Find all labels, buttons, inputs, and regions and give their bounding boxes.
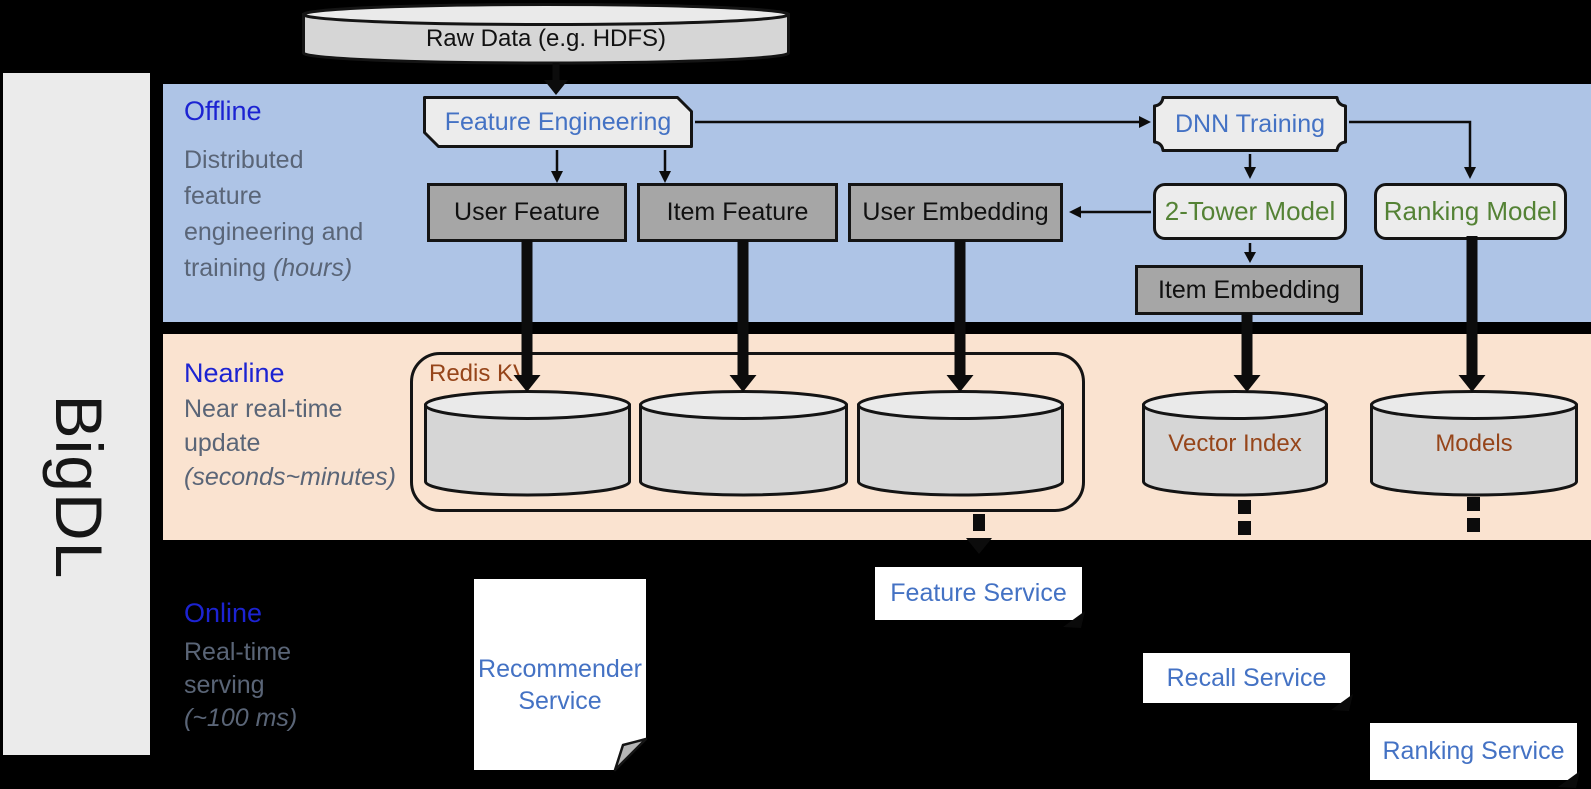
raw-data-store: Raw Data (e.g. HDFS) (302, 3, 790, 65)
bigdl-sidebar: BigDL (3, 73, 150, 755)
cylinder-shape-icon (424, 390, 631, 497)
vector-index-label: Vector Index (1168, 430, 1302, 457)
recall-service-node: Recall Service (1143, 653, 1353, 711)
two-tower-model-node: 2-Tower Model (1153, 183, 1347, 240)
redis-kv-label: Redis KV (429, 360, 530, 387)
cylinder-shape-icon (1370, 390, 1578, 497)
folded-corner-icon (1558, 771, 1580, 788)
cylinder-shape-icon (302, 3, 790, 65)
redis-cylinder-3 (857, 390, 1064, 497)
dnn-training-label: DNN Training (1174, 109, 1326, 138)
online-band-title: Online (184, 598, 263, 628)
redis-cylinder-1 (424, 390, 631, 497)
bigdl-logo-text: BigDL (42, 394, 116, 580)
plaque-shape-icon (1153, 96, 1347, 152)
dnn-training-node: DNN Training (1153, 96, 1347, 152)
process-shape-icon (423, 96, 693, 148)
folded-corner-icon (1331, 694, 1353, 711)
raw-data-label: Raw Data (e.g. HDFS) (425, 25, 667, 52)
ranking-service-label: Ranking Service (1382, 737, 1565, 765)
cylinder-shape-icon (639, 390, 848, 497)
folded-corner-icon (1063, 611, 1085, 628)
vector-index-store: Vector Index (1142, 390, 1328, 497)
recommender-service-node: Recommender Service (474, 579, 648, 772)
nearline-band-title: Nearline (184, 358, 285, 388)
cylinder-shape-icon (1142, 390, 1328, 497)
models-store: Models (1370, 390, 1578, 497)
models-label: Models (1435, 430, 1513, 457)
item-feature-node: Item Feature (637, 183, 838, 242)
feature-service-node: Feature Service (875, 567, 1085, 628)
user-embedding-node: User Embedding (848, 183, 1063, 242)
user-feature-node: User Feature (427, 183, 627, 242)
ranking-service-node: Ranking Service (1370, 723, 1580, 788)
feature-service-label: Feature Service (890, 579, 1067, 607)
feature-engineering-node: Feature Engineering (423, 96, 693, 148)
ranking-model-node: Ranking Model (1374, 183, 1567, 240)
document-shape-icon (474, 579, 648, 772)
offline-band-title: Offline (184, 96, 262, 126)
redis-cylinder-2 (639, 390, 848, 497)
recall-service-label: Recall Service (1166, 663, 1327, 692)
item-embedding-node: Item Embedding (1135, 265, 1363, 315)
recommender-service-label: Recommender Service (478, 654, 642, 715)
cylinder-shape-icon (857, 390, 1064, 497)
feature-engineering-label: Feature Engineering (444, 107, 672, 136)
